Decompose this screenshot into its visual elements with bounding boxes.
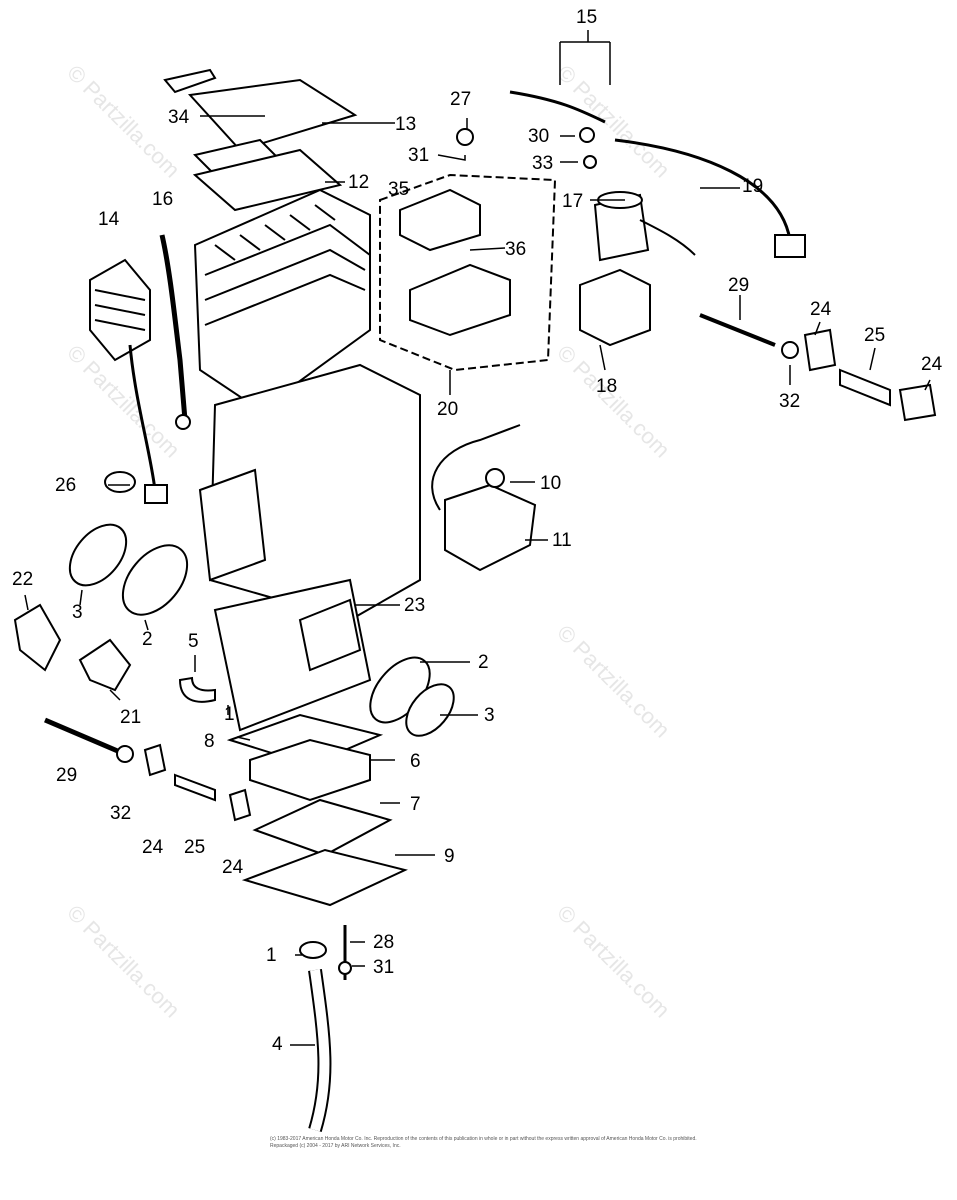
part-bolt[interactable] <box>699 313 776 347</box>
label-34: 34 <box>168 107 190 128</box>
label-31: 31 <box>408 145 430 166</box>
part-plate[interactable] <box>241 848 408 907</box>
part-cable[interactable] <box>159 234 188 421</box>
leader-lines <box>24 30 931 1046</box>
label-35: 35 <box>388 179 410 200</box>
label-32: 32 <box>110 803 132 824</box>
label-5: 5 <box>188 631 199 652</box>
part-collar[interactable] <box>143 743 167 777</box>
part-plate[interactable] <box>252 798 393 857</box>
label-21: 21 <box>120 707 142 728</box>
part-clamp[interactable] <box>299 941 327 959</box>
label-11: 11 <box>552 530 572 551</box>
part-washer[interactable] <box>116 745 134 763</box>
part-band[interactable] <box>397 675 463 744</box>
part-starter-relay[interactable] <box>593 191 696 262</box>
part-washer[interactable] <box>338 961 352 975</box>
part-sleeve[interactable] <box>839 368 891 407</box>
label-24: 24 <box>810 299 832 320</box>
label-12: 12 <box>348 172 370 193</box>
part-fuse-box[interactable] <box>409 263 511 337</box>
part-collar[interactable] <box>898 383 937 422</box>
label-25: 25 <box>864 325 886 346</box>
label-33: 33 <box>532 153 554 174</box>
label-4: 4 <box>272 1034 283 1055</box>
fuse-box-outline <box>379 173 557 372</box>
label-15: 15 <box>576 7 598 28</box>
label-24: 24 <box>142 837 164 858</box>
label-26: 26 <box>55 475 77 496</box>
part-wire[interactable] <box>431 424 521 511</box>
part-washer[interactable] <box>781 341 799 359</box>
part-module[interactable] <box>444 483 537 572</box>
label-8: 8 <box>204 731 215 752</box>
label-1: 1 <box>224 704 235 725</box>
part-collar[interactable] <box>228 788 252 822</box>
part-cable[interactable] <box>509 90 606 124</box>
label-19: 19 <box>742 176 764 197</box>
part-battery-case[interactable] <box>198 363 421 732</box>
part-battery[interactable] <box>193 188 371 412</box>
label-17: 17 <box>562 191 584 212</box>
label-6: 6 <box>410 751 421 772</box>
part-band[interactable] <box>110 533 200 626</box>
label-2: 2 <box>478 652 489 673</box>
part-clip[interactable] <box>13 603 62 672</box>
part-connector <box>774 234 806 258</box>
label-10: 10 <box>540 473 562 494</box>
label-7: 7 <box>410 794 421 815</box>
part-sleeve[interactable] <box>174 773 216 802</box>
label-22: 22 <box>12 569 34 590</box>
part-nut[interactable] <box>485 468 505 488</box>
part-battery-cover[interactable] <box>192 148 343 212</box>
label-28: 28 <box>373 932 395 953</box>
label-36: 36 <box>505 239 527 260</box>
part-relay-cover[interactable] <box>579 268 651 347</box>
label-3: 3 <box>484 705 495 726</box>
part-fuse-cover[interactable] <box>399 188 481 252</box>
part-strap[interactable] <box>163 68 358 177</box>
label-24: 24 <box>222 857 244 878</box>
label-3: 3 <box>72 602 83 623</box>
label-31: 31 <box>373 957 395 978</box>
label-29: 29 <box>728 275 750 296</box>
part-band[interactable] <box>59 514 138 596</box>
label-9: 9 <box>444 846 455 867</box>
part-collar[interactable] <box>803 328 837 372</box>
part-screw[interactable] <box>456 128 474 146</box>
part-grommet[interactable] <box>104 471 136 493</box>
label-25: 25 <box>184 837 206 858</box>
label-13: 13 <box>395 114 417 135</box>
label-27: 27 <box>450 89 472 110</box>
label-20: 20 <box>437 399 459 420</box>
label-18: 18 <box>596 376 618 397</box>
copyright-footer: (c) 1983-2017 American Honda Motor Co. I… <box>270 1136 697 1149</box>
label-2: 2 <box>142 629 153 650</box>
label-23: 23 <box>404 595 426 616</box>
label-30: 30 <box>528 126 550 147</box>
label-14: 14 <box>98 209 120 230</box>
label-32: 32 <box>779 391 801 412</box>
label-29: 29 <box>56 765 78 786</box>
part-nut[interactable] <box>583 155 597 169</box>
part-clip[interactable] <box>78 638 132 692</box>
label-24: 24 <box>921 354 943 375</box>
part-nut[interactable] <box>579 127 595 143</box>
part-elbow[interactable] <box>178 676 216 703</box>
part-terminal <box>175 414 191 430</box>
part-cushion[interactable] <box>249 738 371 802</box>
label-16: 16 <box>152 189 174 210</box>
label-1: 1 <box>266 945 277 966</box>
part-cable[interactable] <box>614 138 792 241</box>
part-regulator[interactable] <box>89 258 168 504</box>
part-bolt[interactable] <box>44 717 121 755</box>
